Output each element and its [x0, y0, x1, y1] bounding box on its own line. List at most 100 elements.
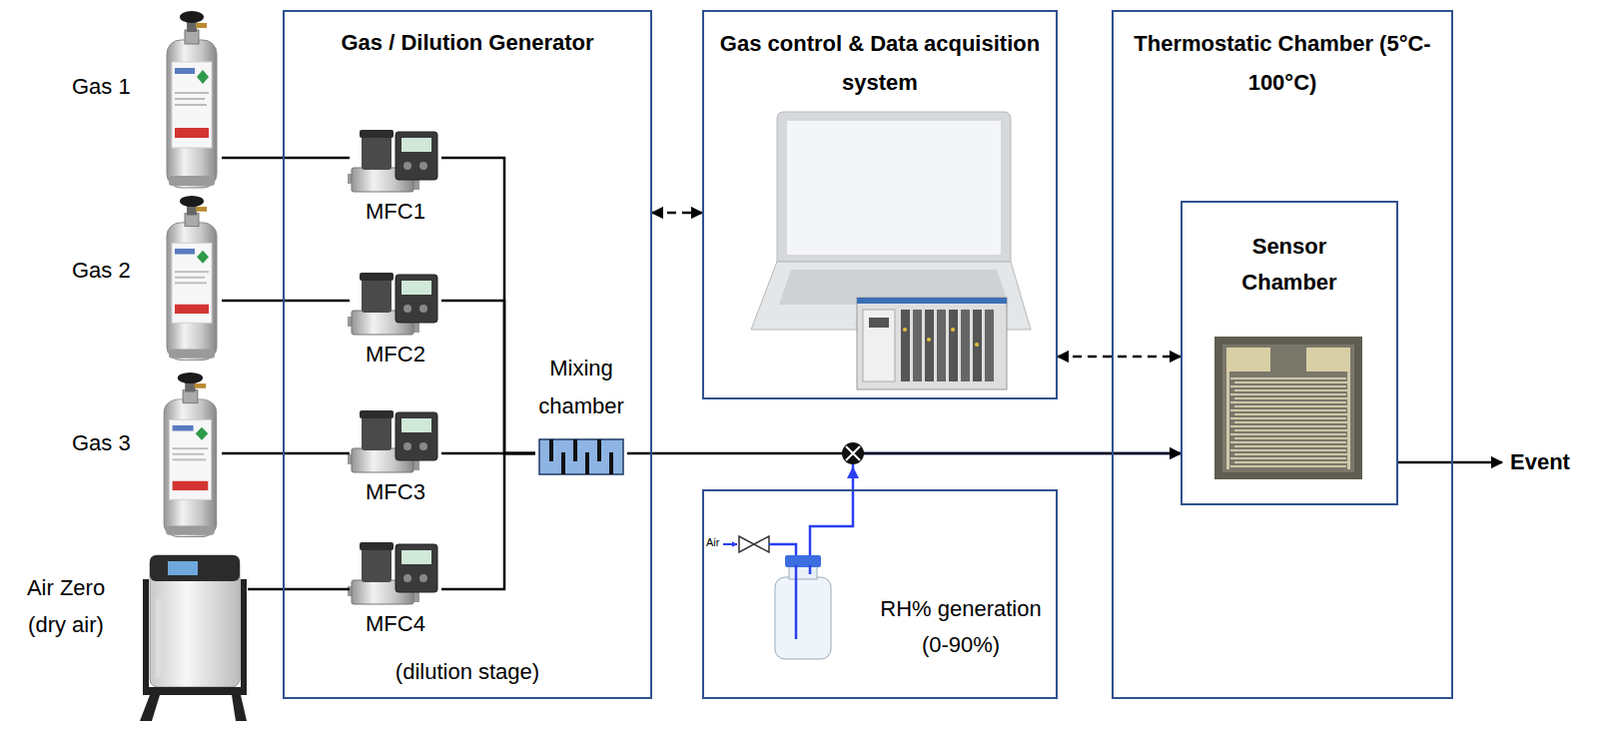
sensor-chip-figure — [1214, 336, 1363, 480]
laptop-figure — [751, 111, 1031, 330]
laptop-figure — [777, 111, 1011, 262]
sensor-chip-figure — [1226, 377, 1351, 468]
daq-chassis-figure — [936, 309, 946, 382]
rh-generator-figure — [723, 489, 853, 660]
sensor-chip-figure — [1306, 347, 1351, 372]
junction-symbol — [841, 442, 864, 465]
gas-line — [247, 588, 350, 592]
air-generator-figure — [240, 579, 247, 690]
text-slot: Air Zero (dry air) — [11, 569, 120, 644]
text-label: Gas / Dilution Generator — [284, 29, 651, 56]
control-panel: Gas control & Data acquisition system — [702, 9, 1058, 400]
connectors — [221, 157, 1181, 590]
gas-line — [627, 452, 1181, 456]
text-slot: Event — [1510, 449, 1571, 476]
junction-symbol — [845, 446, 860, 461]
air-generator-figure — [155, 599, 161, 678]
daq-chassis-figure — [862, 309, 895, 382]
gas-line — [221, 299, 350, 303]
text-label: RH% generation (0-90%) — [869, 591, 1052, 664]
gas-cylinder-1 — [166, 10, 217, 188]
daq-chassis-figure — [856, 297, 1007, 390]
mfc-device — [347, 542, 438, 605]
daq-chassis-figure — [960, 309, 970, 382]
gas-cylinder-2 — [166, 195, 217, 361]
text-slot: (dilution stage) — [284, 659, 651, 686]
humid-inlet-arrowhead — [846, 466, 859, 479]
mass-flow-controller: MFC4 — [349, 537, 442, 642]
air-generator-figure — [167, 561, 198, 576]
mass-flow-controller: MFC2 — [349, 267, 442, 372]
text-label: Gas 1 — [71, 73, 162, 100]
text-label: MFC3 — [349, 479, 442, 506]
air-generator-figure — [149, 555, 240, 582]
gas-line — [221, 452, 350, 456]
mfc-device — [347, 272, 438, 335]
text-slot: Gas 2 — [71, 257, 162, 284]
text-label: MFC1 — [349, 198, 442, 225]
text-slot: Gas 3 — [71, 430, 162, 457]
text-label: Gas 3 — [71, 430, 162, 457]
rh-generator-figure — [739, 536, 770, 553]
gas-cylinder: Gas 2 — [59, 193, 222, 364]
text-label: MFC2 — [349, 341, 442, 368]
rh-generator-figure — [789, 565, 817, 580]
text-slot: RH% generation (0-90%) — [869, 591, 1052, 664]
text-slot: MFC3 — [349, 479, 442, 506]
mixing-chamber-figure — [561, 452, 566, 475]
signal-link — [1057, 355, 1181, 359]
air-generator: Air Zero (dry air) — [11, 547, 248, 728]
air-generator-figure — [139, 695, 160, 722]
mixing-chamber: Mixing chamber — [535, 349, 628, 478]
text-label: (dilution stage) — [284, 659, 651, 686]
gas-line — [441, 300, 536, 454]
output-arrow — [1398, 461, 1503, 465]
daq-chassis-figure — [924, 309, 934, 382]
mixing-chamber-figure — [573, 439, 578, 462]
daq-chassis-figure — [984, 309, 994, 382]
mfc-device — [347, 410, 438, 473]
air-generator-figure — [142, 579, 149, 690]
text-label: MFC4 — [349, 611, 442, 638]
gas-line — [221, 156, 350, 160]
sensor-chip-figure — [1222, 344, 1355, 473]
gas-cylinder: Gas 1 — [59, 7, 222, 192]
daq-chassis-figure — [926, 337, 931, 342]
gas-line — [441, 453, 536, 590]
rh-generator-figure — [775, 577, 831, 660]
mass-flow-controller: MFC3 — [349, 405, 442, 510]
text-slot: Sensor Chamber — [1229, 228, 1350, 301]
daq-chassis-figure — [902, 327, 907, 332]
text-slot: Gas control & Data acquisition system — [712, 23, 1048, 102]
text-slot: Thermostatic Chamber (5°C-100°C) — [1113, 23, 1452, 102]
text-label: Gas control & Data acquisition system — [712, 23, 1048, 102]
laptop-figure — [787, 120, 1001, 255]
daq-chassis-figure — [948, 309, 958, 382]
mixing-chamber-figure — [585, 452, 590, 475]
daq-chassis-figure — [974, 342, 979, 347]
mfc-device — [347, 129, 438, 192]
sensor-chamber: Sensor Chamber — [1180, 200, 1399, 506]
air-generator-figure — [142, 687, 247, 696]
mass-flow-controller: MFC1 — [349, 124, 442, 229]
generator-panel: MFC1MFC2MFC3MFC4 Mixing chamber Gas / Dilu… — [282, 9, 653, 700]
text-label: Sensor Chamber — [1229, 228, 1350, 301]
daq-chassis-figure — [912, 309, 922, 382]
text-slot: MFC4 — [349, 611, 442, 638]
text-label: Thermostatic Chamber (5°C-100°C) — [1113, 23, 1452, 102]
text-slot: MFC1 — [349, 198, 442, 225]
sensor-chip-figure — [1214, 336, 1363, 480]
gas-cylinder-3 — [163, 372, 217, 538]
text-slot: Air — [706, 536, 720, 550]
text-slot: Gas 1 — [71, 73, 162, 100]
gas-line — [852, 453, 1181, 490]
mixing-chamber-figure — [609, 452, 614, 475]
inlet-label: Air — [706, 536, 720, 550]
junction-symbol — [841, 442, 864, 465]
daq-chassis-figure — [900, 309, 910, 382]
